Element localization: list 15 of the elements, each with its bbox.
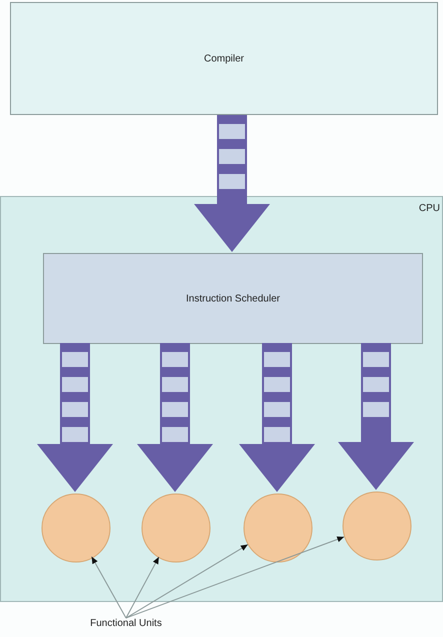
striped-arrow bbox=[194, 115, 270, 252]
striped-arrow bbox=[137, 343, 213, 492]
striped-arrow bbox=[37, 343, 113, 492]
leader-line bbox=[91, 556, 126, 618]
container-label: CPU bbox=[418, 203, 440, 214]
process-box bbox=[10, 2, 438, 115]
callout-text: Functional Units bbox=[89, 618, 163, 629]
striped-arrow bbox=[239, 343, 315, 492]
leader-line bbox=[126, 536, 345, 618]
box-label: Compiler bbox=[204, 53, 244, 64]
striped-arrow bbox=[338, 343, 414, 490]
leader-line bbox=[126, 556, 160, 618]
process-box bbox=[43, 253, 423, 344]
leader-line bbox=[126, 544, 248, 618]
box-label: Instruction Scheduler bbox=[186, 293, 280, 304]
